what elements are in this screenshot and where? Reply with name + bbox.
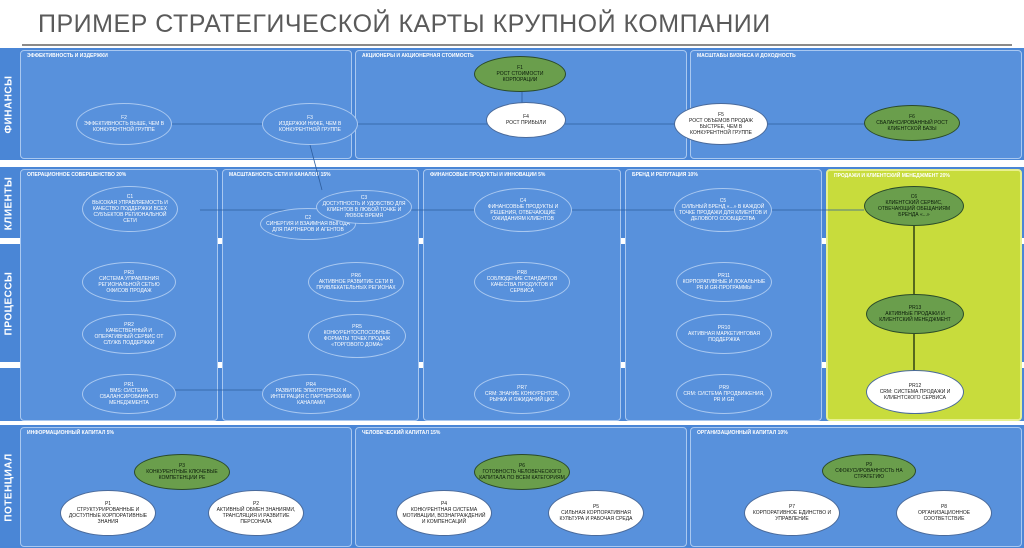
panel-label: МАСШТАБНОСТЬ СЕТИ И КАНАЛОВ 15% — [229, 172, 331, 178]
row-separator — [0, 160, 1024, 167]
panel-label: БРЕНД И РЕПУТАЦИЯ 10% — [632, 172, 698, 178]
panel-label: МАСШТАБЫ БИЗНЕСА И ДОХОДНОСТЬ — [697, 53, 796, 59]
panel-label: ОРГАНИЗАЦИОННЫЙ КАПИТАЛ 10% — [697, 430, 788, 436]
panel-label: ЭФФЕКТИВНОСТЬ И ИЗДЕРЖКИ — [27, 53, 108, 59]
row-separator — [0, 421, 1024, 425]
panel-label: ИНФОРМАЦИОННЫЙ КАПИТАЛ 5% — [27, 430, 114, 436]
page-title: ПРИМЕР СТРАТЕГИЧЕСКОЙ КАРТЫ КРУПНОЙ КОМП… — [38, 10, 771, 38]
panel-label: АКЦИОНЕРЫ И АКЦИОНЕРНАЯ СТОИМОСТЬ — [362, 53, 474, 59]
panel-label: ФИНАНСОВЫЕ ПРОДУКТЫ И ИННОВАЦИИ 5% — [430, 172, 546, 178]
title-underline — [22, 44, 1012, 46]
panel-label: ОПЕРАЦИОННОЕ СОВЕРШЕНСТВО 20% — [27, 172, 127, 178]
panel-label: ПРОДАЖИ И КЛИЕНТСКИЙ МЕНЕДЖМЕНТ 20% — [834, 173, 950, 179]
panel-label: ЧЕЛОВЕЧЕСКИЙ КАПИТАЛ 15% — [362, 430, 441, 436]
connector — [309, 144, 323, 191]
